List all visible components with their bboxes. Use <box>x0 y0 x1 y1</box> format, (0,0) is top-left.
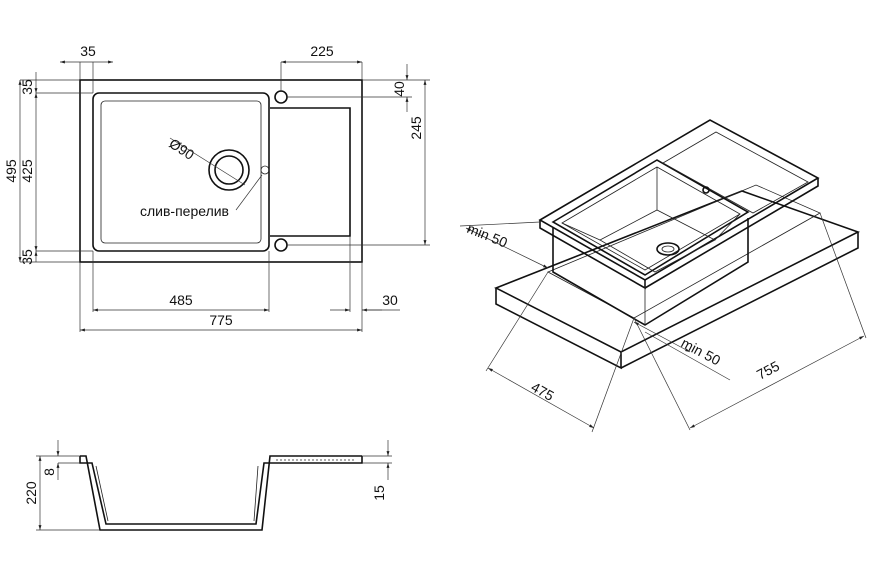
dim-right-rim: 30 <box>382 292 398 308</box>
section-view: 220 8 15 <box>23 440 392 531</box>
dim-left-rim: 35 <box>80 43 96 59</box>
dim-bowl-width: 485 <box>169 292 193 308</box>
drain-inner <box>214 155 244 185</box>
section-dim-depth: 220 <box>23 481 39 505</box>
section-dim-drainboard: 15 <box>371 485 387 501</box>
overflow-label: слив-перелив <box>140 203 229 219</box>
dim-drain-top: 40 <box>391 81 407 97</box>
drain-leader <box>169 137 246 186</box>
section-outer <box>80 455 362 531</box>
iso-view: min 50 min 50 475 755 <box>459 119 867 433</box>
sink-rim-side <box>644 178 819 289</box>
countertop-front <box>495 288 622 370</box>
countertop-top <box>494 190 861 353</box>
bowl-inner-line <box>100 100 262 244</box>
dim-bowl-height: 425 <box>19 159 35 183</box>
drain-outer <box>208 149 250 191</box>
dim-top-rim: 35 <box>19 79 35 95</box>
overflow-leader <box>235 174 263 211</box>
dim-height-total: 495 <box>3 159 19 183</box>
dim-drain-offset: 225 <box>310 43 334 59</box>
dim-total-width: 775 <box>209 312 233 328</box>
dim-drain-diameter: Ø90 <box>166 135 197 163</box>
dim-drain-height: 245 <box>408 116 424 140</box>
section-inner <box>79 456 363 525</box>
dim-bottom-rim: 35 <box>19 249 35 265</box>
bowl-outline <box>92 92 270 252</box>
section-dim-rim: 8 <box>41 468 57 476</box>
countertop-side <box>620 232 859 369</box>
iso-drain <box>656 242 680 256</box>
tap-hole-top <box>274 90 288 104</box>
iso-overflow <box>702 186 710 194</box>
iso-dim-cutout-width: 755 <box>754 357 782 382</box>
iso-drainboard <box>662 131 809 214</box>
overflow-hole <box>260 165 270 175</box>
sink-rim-front <box>539 220 646 290</box>
tap-hole-bottom <box>274 238 288 252</box>
bowl-rim <box>551 159 750 276</box>
iso-dim-cutout-depth: 475 <box>529 379 557 404</box>
drainboard-outline <box>270 107 351 237</box>
top-view: 35 225 495 425 35 35 40 245 <box>3 43 430 332</box>
sink-outline <box>79 79 363 263</box>
